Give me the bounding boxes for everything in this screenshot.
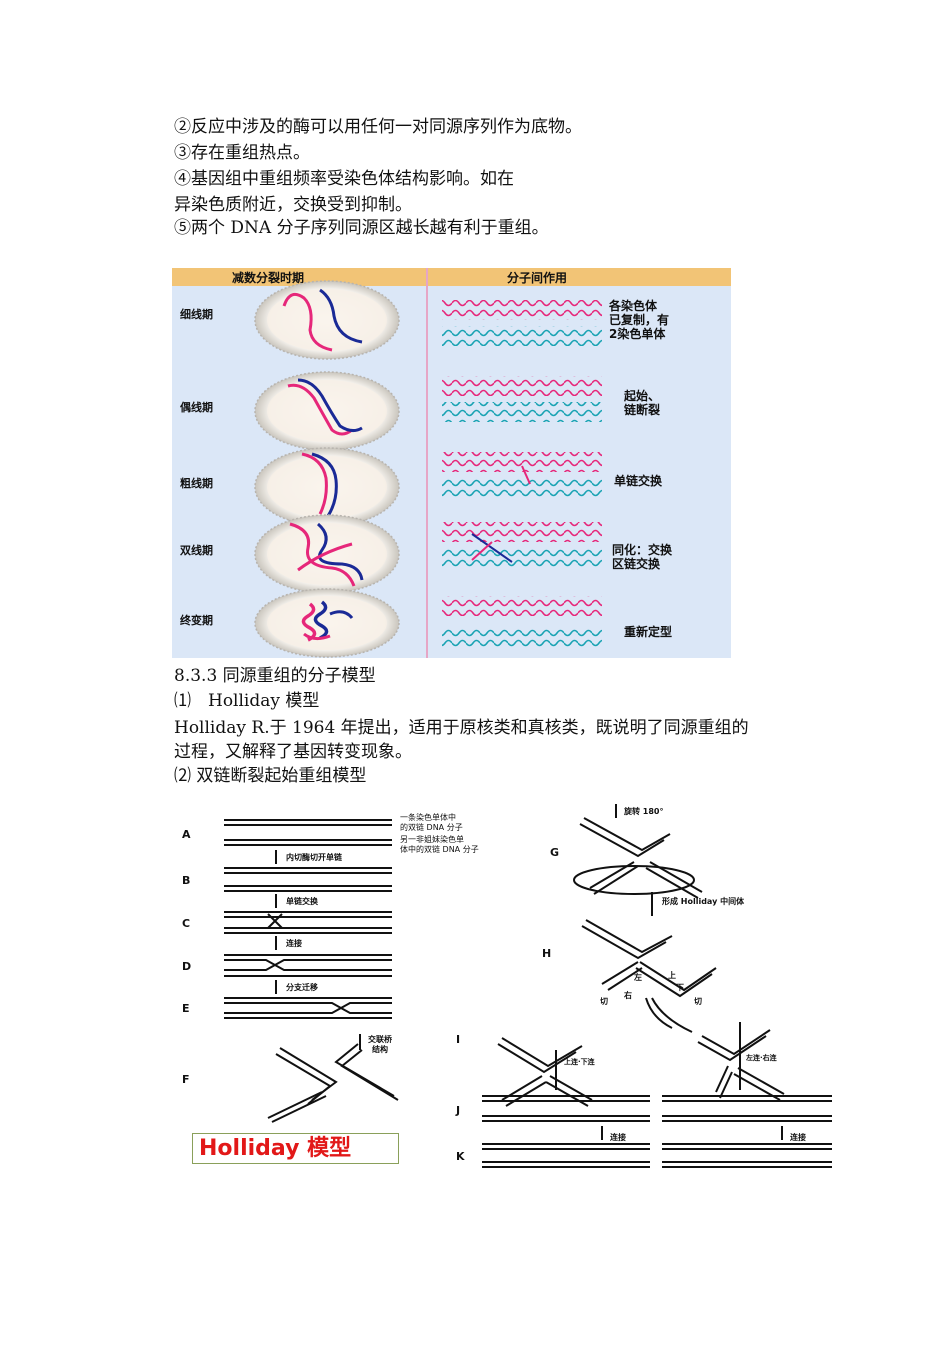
annotation: 一条染色单体中 (400, 812, 456, 822)
text-line: ③存在重组热点。 (174, 143, 310, 163)
text-line: 过程，又解释了基因转变现象。 (174, 742, 412, 762)
annotation: 分支迁移 (286, 982, 318, 992)
annotation: 旋转 180° (623, 806, 663, 816)
cell-3 (254, 447, 400, 527)
stage-label: 细线期 (180, 307, 213, 321)
subheading: ⑴ Holliday 模型 (174, 691, 320, 711)
note: 各染色体 (608, 298, 658, 313)
annotation: 左 (633, 972, 642, 982)
annotation: 连接 (790, 1132, 806, 1142)
annotation: 左连·右连 (745, 1053, 778, 1062)
row-letter: E (182, 1002, 190, 1015)
row-letter: A (182, 828, 191, 841)
note: 同化：交换 (612, 542, 673, 557)
cell-2 (254, 371, 400, 451)
annotation: 上 (668, 970, 676, 980)
annotation: 内切酶切开单链 (286, 852, 343, 862)
row-letter: K (456, 1150, 465, 1163)
annotation: 的双链 DNA 分子 (400, 822, 463, 832)
row-letter: I (456, 1033, 460, 1046)
annotation: 下 (676, 983, 684, 992)
annotation: 右 (623, 990, 632, 1000)
stage-label: 粗线期 (180, 476, 213, 490)
row-letter: B (182, 874, 190, 887)
text-line: 异染色质附近，交换受到抑制。 (174, 195, 412, 215)
header-right: 分子间作用 (507, 270, 567, 285)
row-letter: G (550, 846, 559, 859)
annotation: 体中的双链 DNA 分子 (400, 844, 479, 854)
row-letter: J (455, 1104, 460, 1117)
row-letter: D (182, 960, 191, 973)
stage-label: 偶线期 (180, 400, 213, 414)
dna-waves (442, 300, 602, 648)
meiosis-figure: 减数分裂时期 分子间作用 细线期 偶线期 粗线期 双线期 终变期 (172, 268, 731, 658)
annotation: 切 (600, 996, 608, 1006)
text-line: ②反应中涉及的酶可以用任何一对同源序列作为底物。 (174, 117, 582, 137)
note: 重新定型 (624, 624, 672, 639)
annotation: 连接 (610, 1132, 626, 1142)
text-line: Holliday R.于 1964 年提出，适用于原核类和真核类，既说明了同源重… (174, 718, 749, 738)
subheading: ⑵ 双链断裂起始重组模型 (174, 766, 367, 786)
section-heading: 8.3.3 同源重组的分子模型 (174, 666, 376, 686)
annotation: 连接 (286, 938, 302, 948)
note: 起始、 (623, 388, 660, 403)
annotation: 切 (694, 996, 702, 1006)
note: 2染色单体 (609, 326, 666, 341)
annotation: 上连·下连 (564, 1057, 596, 1066)
annotation: 结构 (372, 1044, 388, 1054)
note: 单链交换 (614, 473, 663, 488)
note: 区链交换 (612, 556, 661, 571)
note: 已复制，有 (609, 312, 669, 327)
row-letter: F (182, 1073, 190, 1086)
holliday-figure: A B C D E F G H I J K 一条染色单体中 的双链 DNA 分子… (182, 804, 832, 1168)
header-bar (172, 268, 731, 286)
annotation: 单链交换 (286, 896, 319, 906)
cell-1 (254, 280, 400, 360)
text-line: ④基因组中重组频率受染色体结构影响。如在 (174, 169, 514, 189)
header-left: 减数分裂时期 (232, 270, 304, 285)
cell-4 (254, 514, 400, 594)
annotation: 交联桥 (368, 1034, 393, 1044)
text-line: ⑤两个 DNA 分子序列同源区越长越有利于重组。 (174, 218, 549, 238)
stage-label: 终变期 (180, 613, 213, 627)
holliday-model-label: Holliday 模型 (192, 1133, 399, 1164)
annotation: 另一非姐妹染色单 (400, 834, 464, 844)
row-letter: C (182, 917, 190, 930)
annotation: 形成 Holliday 中间体 (662, 896, 745, 906)
stage-label: 双线期 (180, 543, 213, 557)
cell-5 (254, 588, 400, 658)
note: 链断裂 (624, 402, 660, 417)
row-letter: H (542, 947, 551, 960)
